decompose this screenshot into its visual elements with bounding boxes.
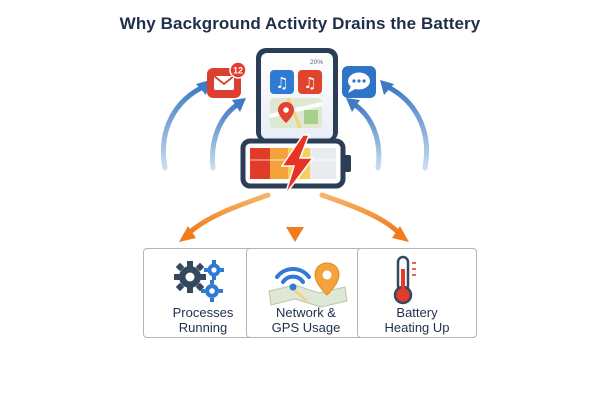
card-label-line1: Network &: [276, 305, 336, 320]
music-app-icon-red: ♫: [298, 70, 322, 94]
left-orange-arrow: [179, 192, 271, 242]
card-label-line2: GPS Usage: [271, 320, 341, 335]
diagram-title: Why Background Activity Drains the Batte…: [119, 14, 481, 33]
card-label: Processes Running: [144, 305, 262, 335]
lightning-bolt-icon: [280, 134, 315, 196]
svg-text:♫: ♫: [275, 74, 288, 92]
card-processes-running: Processes Running: [143, 248, 263, 338]
chat-app-icon: [342, 66, 376, 98]
card-label: Battery Heating Up: [358, 305, 476, 335]
inner-right-blue-arrow: [346, 98, 382, 171]
card-network-gps: Network & GPS Usage: [246, 248, 366, 338]
music-app-icon-blue: ♫: [270, 70, 294, 94]
mail-badge-count: 12: [233, 66, 243, 76]
wifi-map-pin-icon: [268, 262, 348, 308]
card-label: Network & GPS Usage: [247, 305, 365, 335]
outer-left-blue-arrow: [160, 80, 210, 171]
maps-app-icon: [269, 97, 323, 129]
card-battery-heating: Battery Heating Up: [357, 248, 477, 338]
card-label-line2: Running: [178, 320, 228, 335]
card-label-line1: Battery: [396, 305, 438, 320]
center-orange-arrow: [286, 194, 304, 242]
card-label-line1: Processes: [172, 305, 234, 320]
mail-badge: 12: [229, 61, 247, 79]
card-label-line2: Heating Up: [384, 320, 450, 335]
thermometer-icon: [393, 255, 416, 305]
inner-left-blue-arrow: [209, 98, 246, 171]
outer-right-blue-arrow: [380, 80, 430, 171]
phone-battery-percent: 20%: [310, 59, 323, 66]
svg-text:♫: ♫: [303, 74, 316, 92]
gears-icon: [174, 260, 224, 302]
right-orange-arrow: [319, 192, 409, 242]
